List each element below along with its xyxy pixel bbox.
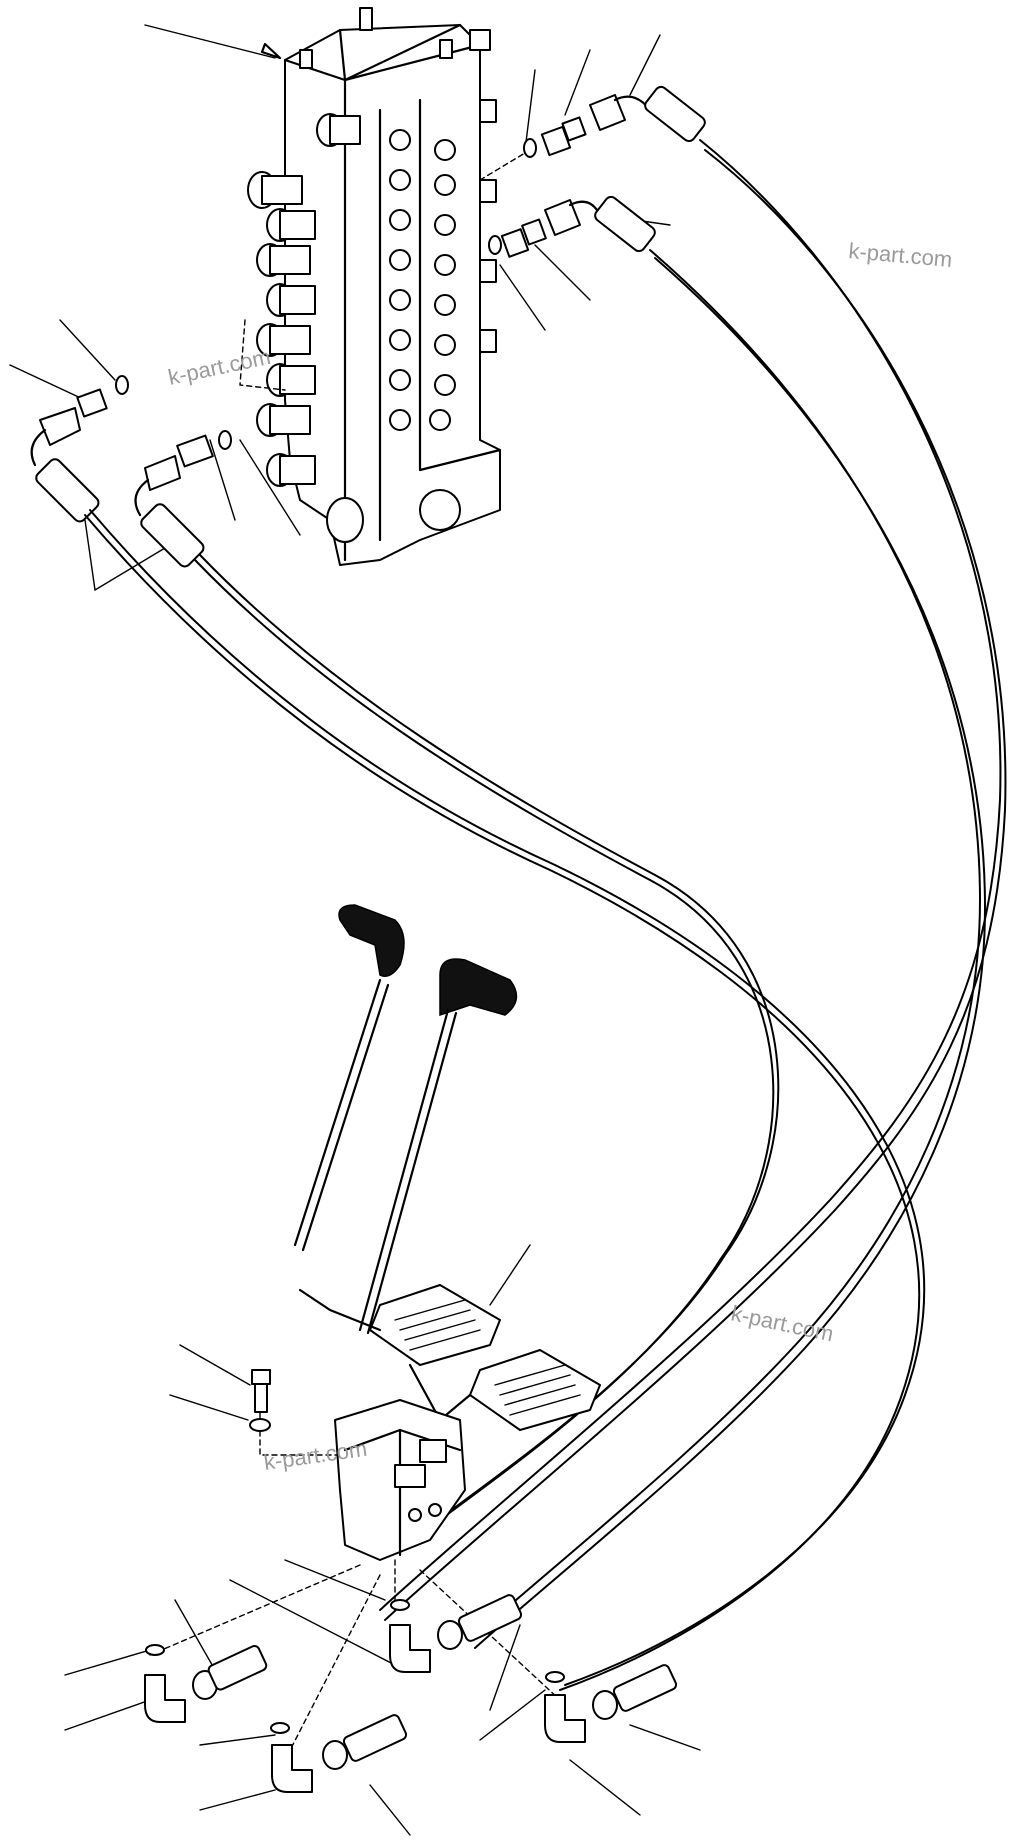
lever-grip-right xyxy=(439,958,518,1017)
upper-fittings xyxy=(30,85,706,568)
valve-spool-row xyxy=(247,113,364,543)
hoses xyxy=(84,139,1007,1691)
watermark-top-right: k-part.com xyxy=(848,238,954,272)
o-ring xyxy=(523,138,537,158)
lower-fittings xyxy=(144,1594,678,1793)
watermark-mid-right: k-part.com xyxy=(729,1300,836,1346)
elbow-fitting xyxy=(144,1674,186,1723)
watermark-left: k-part.com xyxy=(166,344,273,390)
leader-lines xyxy=(9,24,701,1836)
pilot-valve xyxy=(249,1369,466,1561)
travel-levers-pedals xyxy=(293,904,601,1431)
pedal-right xyxy=(469,1349,601,1431)
lever-grip-left xyxy=(338,904,405,977)
pedal-left xyxy=(369,1284,501,1366)
valve-ports xyxy=(389,129,461,531)
control-valve-block xyxy=(247,7,502,566)
bolt xyxy=(251,1369,271,1385)
washer xyxy=(249,1418,271,1432)
